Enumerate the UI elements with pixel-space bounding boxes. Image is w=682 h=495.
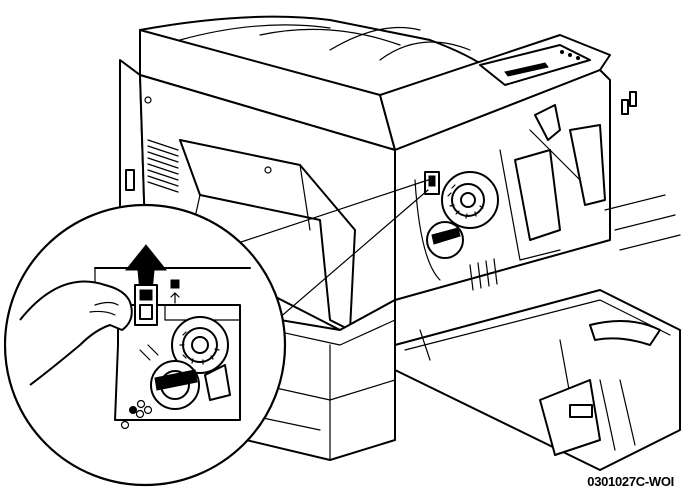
detail-magnifier xyxy=(3,203,287,487)
latch-detail xyxy=(134,284,158,326)
side-vents xyxy=(147,139,179,193)
toner-latch xyxy=(424,171,440,195)
toner-gear-detail xyxy=(171,316,229,374)
release-lever xyxy=(426,221,464,259)
front-door xyxy=(394,289,681,471)
hand xyxy=(19,280,133,386)
figure-code: 0301027C-WOI xyxy=(587,474,674,489)
lock-icon xyxy=(170,279,180,304)
front-vents xyxy=(469,258,498,291)
indicator-dots xyxy=(120,399,153,430)
release-knob-detail xyxy=(139,344,200,410)
toner-gear xyxy=(441,171,499,229)
